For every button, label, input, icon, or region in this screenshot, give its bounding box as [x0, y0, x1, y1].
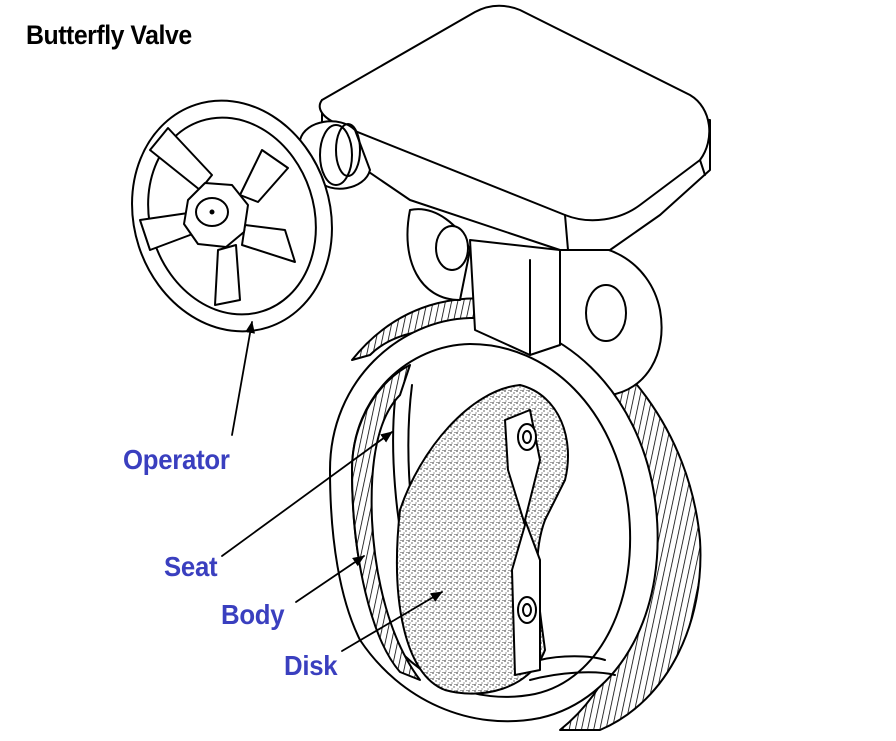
- diagram-title: Butterfly Valve: [26, 20, 192, 50]
- gear-box: [318, 4, 711, 251]
- handwheel-spoke: [149, 127, 213, 191]
- label-operator: Operator: [123, 444, 230, 475]
- lug-hole-left: [435, 225, 469, 271]
- disk-bolt-lower: [517, 596, 537, 624]
- gear-box-top: [318, 4, 711, 222]
- operator-handwheel: [131, 99, 371, 333]
- seat-leader: [221, 431, 393, 557]
- leader-lines: [221, 321, 443, 652]
- label-disk: Disk: [284, 650, 338, 681]
- disk-bolt-upper: [517, 423, 537, 451]
- label-body: Body: [221, 599, 285, 630]
- label-seat: Seat: [164, 551, 218, 582]
- bore-hatch-left: [351, 364, 421, 681]
- disk-leader: [341, 591, 443, 652]
- body-neck: [469, 239, 561, 356]
- operator-leader: [231, 321, 256, 436]
- lug-hole-right: [585, 284, 627, 342]
- body-leader: [295, 555, 365, 603]
- valve-disk: [396, 384, 569, 695]
